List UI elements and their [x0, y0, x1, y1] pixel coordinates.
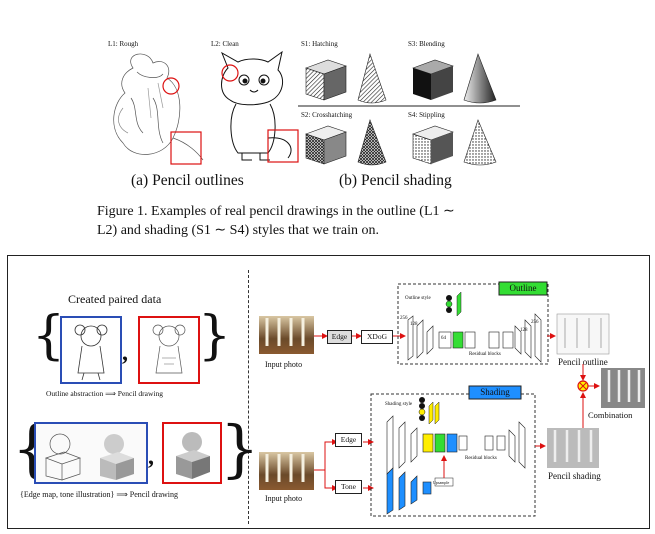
edge-box-2: Edge [335, 433, 362, 447]
edge-tone-image [34, 422, 148, 484]
tone-box: Tone [335, 480, 362, 494]
comma-2: , [148, 444, 154, 470]
dim-256-b: 256 [531, 320, 539, 325]
outline-pair-caption: Outline abstraction ⟹ Pencil drawing [46, 389, 163, 398]
outline-abstraction-image [60, 316, 122, 384]
hatching-cube [305, 59, 347, 101]
dim-64: 64 [441, 336, 446, 341]
subcaption-b: (b) Pencil shading [339, 172, 452, 189]
crosshatch-cone [357, 119, 387, 166]
clean-cat-sketch [221, 50, 299, 163]
blending-cone [463, 53, 497, 104]
brace-open: { [32, 306, 66, 366]
label-s4: S4: Stippling [408, 111, 445, 119]
divider [248, 270, 249, 524]
network-diagram [259, 281, 645, 517]
rough-cat-sketch [113, 53, 204, 165]
hatching-cone [357, 52, 387, 104]
comma-1: , [122, 340, 128, 366]
residual-label-2: Residual blocks [465, 456, 497, 461]
blending-cube [412, 59, 454, 100]
outline-network-box [397, 283, 549, 365]
input-photo-label-1: Input photo [265, 360, 303, 369]
combination-label: Combination [588, 410, 633, 420]
pencil-drawing-image-2 [162, 422, 222, 484]
stippling-cone [463, 119, 497, 166]
paired-data-title: Created paired data [68, 292, 162, 306]
shading-style-label: Shading style [385, 402, 413, 407]
label-l2: L2: Clean [211, 40, 239, 48]
label-l1: L1: Rough [108, 40, 139, 48]
label-s2: S2: Crosshatching [301, 111, 353, 119]
dim-128: 128 [410, 322, 418, 327]
shading-samples [298, 52, 520, 166]
caption-b: Pencil drawing [117, 389, 163, 398]
highlight-box [170, 131, 202, 165]
edge-box: Edge [327, 330, 352, 344]
pencil-drawing-image [138, 316, 200, 384]
pencil-outline-image [556, 313, 610, 355]
pencil-shading-label: Pencil shading [548, 471, 601, 481]
residual-label-1: Residual blocks [469, 352, 501, 357]
highlight-circle-2 [221, 64, 239, 82]
dim-128-b: 128 [520, 328, 528, 333]
highlight-box-2 [267, 129, 299, 163]
xdog-box: XDoG [361, 330, 393, 344]
brace-close-2: } [220, 412, 260, 485]
crosshatch-cube [305, 125, 347, 165]
label-s3: S3: Blending [408, 40, 445, 48]
caption-d: Pencil drawing [129, 490, 179, 499]
caption-line-1: Figure 1. Examples of real pencil drawin… [97, 204, 455, 219]
shading-pair-caption: {Edge map, tone illustration} ⟹ Pencil d… [20, 490, 179, 499]
stippling-cube [412, 125, 454, 165]
outline-header: Outline [509, 283, 537, 293]
caption-a: Outline abstraction [46, 389, 104, 398]
caption-line-2: L2) and shading (S1 ∼ S4) styles that we… [97, 223, 379, 238]
subcaption-a: (a) Pencil outlines [131, 172, 244, 189]
shading-header: Shading [480, 387, 510, 397]
highlight-circle [162, 77, 180, 95]
brace-close: } [198, 306, 232, 366]
pencil-outline-label: Pencil outline [558, 357, 608, 367]
caption-c: {Edge map, tone illustration} [20, 490, 115, 499]
figure-2-panel: Created paired data { , } Outline abstra… [7, 255, 650, 529]
label-s1: S1: Hatching [301, 40, 338, 48]
upsample-label: Upsample [433, 480, 450, 485]
shading-network-box [370, 393, 536, 517]
outline-style-label: Outline style [405, 296, 431, 301]
dim-256: 256 [400, 316, 408, 321]
input-photo-label-2: Input photo [265, 494, 303, 503]
